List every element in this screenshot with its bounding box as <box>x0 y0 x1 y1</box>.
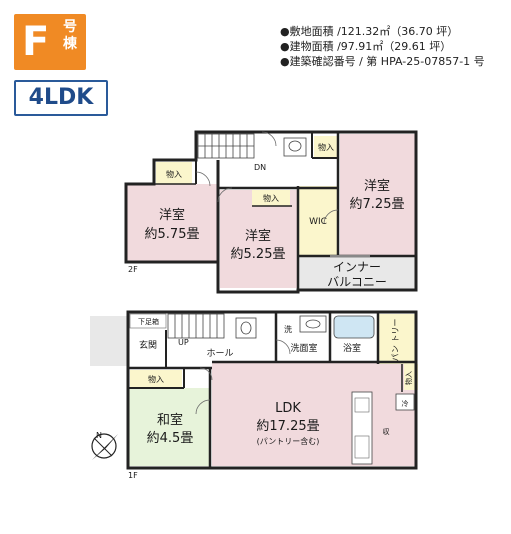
storage-2-floor <box>252 190 290 206</box>
fridge-space <box>395 393 415 411</box>
western-room-c-floor <box>340 134 415 256</box>
wic-floor <box>298 186 338 256</box>
balcony-floor <box>298 256 415 290</box>
ldk-floor <box>212 362 416 466</box>
storage-4-label: 物入 <box>148 374 164 384</box>
cooktop-label: 収 <box>383 428 390 436</box>
washitsu-size: 約4.5畳 <box>147 431 194 446</box>
wic-label: WIC <box>309 217 327 227</box>
storage-1-floor <box>156 162 192 184</box>
fridge-label: 冷 <box>402 399 409 408</box>
svg-text:N: N <box>96 431 102 440</box>
compass-icon: N <box>91 431 118 460</box>
permit-number: ●建築確認番号 / 第 HPA-25-07857-1 号 <box>280 55 485 68</box>
floor-2f-label: 2F <box>128 265 138 274</box>
balcony-label-line2: バルコニー <box>327 275 387 289</box>
washer-mark: 洗 <box>284 324 292 334</box>
storage-3-floor <box>314 136 338 158</box>
washroom-label: 洗面室 <box>290 342 317 354</box>
floor-1f-label: 1F <box>128 471 138 480</box>
pantry-label: パン トリー <box>391 319 400 362</box>
western-room-c-name: 洋室 <box>364 178 390 194</box>
site-area: ●敷地面積 /121.32㎡（36.70 坪） <box>280 25 459 38</box>
entrance-porch <box>90 316 128 366</box>
shoebox <box>129 313 167 329</box>
stairs-2f <box>197 133 255 159</box>
layout-type-label: 4LDK <box>14 80 108 116</box>
ldk-size: 約17.25畳 <box>256 419 319 434</box>
western-room-b-name: 洋室 <box>245 228 271 244</box>
storage-3-label: 物入 <box>318 142 334 152</box>
property-specs: ●敷地面積 /121.32㎡（36.70 坪） ●建物面積 /97.91㎡（29… <box>280 24 485 69</box>
storage-2-label: 物入 <box>263 193 279 203</box>
western-room-b-size: 約5.25畳 <box>231 247 286 262</box>
storage-5-label: 物入 <box>404 371 413 385</box>
washitsu-floor <box>128 388 210 466</box>
building-number-badge: F 号棟 <box>14 14 86 70</box>
genkan-label: 玄関 <box>139 339 157 351</box>
bathtub-icon <box>333 315 375 339</box>
toilet-1f-icon <box>235 317 257 339</box>
badge-suffix: 号棟 <box>63 19 77 52</box>
toilet-2f-icon <box>283 137 307 157</box>
ldk-name: LDK <box>275 401 301 416</box>
washbasin-icon <box>299 315 327 333</box>
kitchen-counter <box>351 391 373 465</box>
western-room-a-size: 約5.75畳 <box>145 227 200 242</box>
stairs-up-label: UP <box>178 338 189 347</box>
western-room-c-size: 約7.25畳 <box>350 197 405 212</box>
stairs-1f <box>167 313 225 339</box>
balcony-label-line1: インナー <box>333 260 381 274</box>
washitsu-name: 和室 <box>157 412 183 428</box>
hall-label: ホール <box>206 348 233 359</box>
ldk-note: (パントリー含む) <box>257 436 320 446</box>
storage-1-label: 物入 <box>166 169 182 179</box>
stairs-down-label: DN <box>254 163 266 172</box>
badge-letter: F <box>22 19 50 65</box>
western-room-a-floor <box>127 184 217 262</box>
storage-4-floor <box>130 370 182 388</box>
shoebox-label: 下足箱 <box>138 317 159 326</box>
pantry-floor <box>378 314 416 364</box>
western-room-a-name: 洋室 <box>159 207 185 223</box>
building-area: ●建物面積 /97.91㎡（29.61 坪） <box>280 40 452 53</box>
bathroom-label: 浴室 <box>343 342 361 354</box>
